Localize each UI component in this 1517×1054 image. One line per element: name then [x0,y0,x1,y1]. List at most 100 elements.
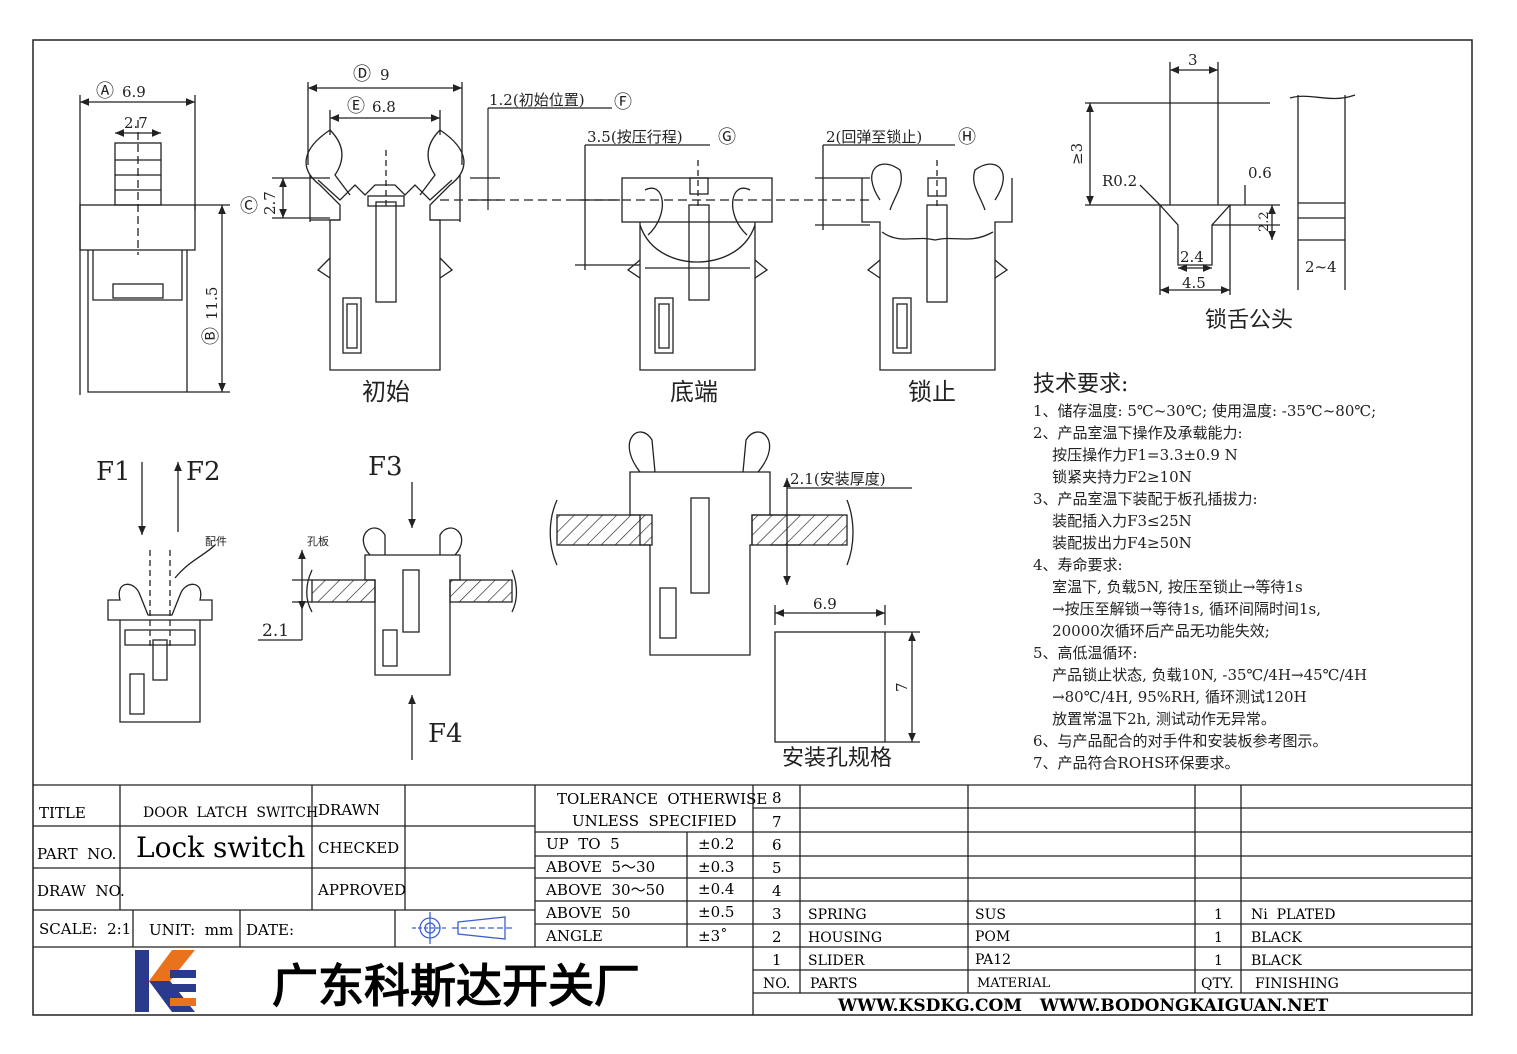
dim-d-value: 9 [380,66,390,84]
drawn-label: DRAWN [318,801,380,819]
part-no-value: Lock switch [136,831,305,864]
bom-header-qty: QTY. [1201,976,1234,992]
tolerance-range: ABOVE 30～50 [545,881,665,899]
locked-view [815,144,1013,371]
requirement-line: 2、产品室温下操作及承载能力: [1033,424,1243,442]
requirement-line: 1、储存温度: 5℃~30℃; 使用温度: -35℃~80℃; [1033,402,1376,420]
hole-spec-view [774,605,920,743]
company-name: 广东科斯达开关厂 [272,959,640,1013]
bom-no: 4 [772,882,782,900]
dim-f-label: Ⓕ [614,92,632,113]
dim-a-label: Ⓐ [96,81,114,102]
tongue-view [1085,62,1356,295]
bom-material: SUS [975,907,1006,923]
projection-symbol-icon [412,912,513,944]
bom-no: 2 [772,928,782,946]
requirements-title: 技术要求: [1033,372,1128,397]
dim-c-label: Ⓒ [240,196,258,217]
dim-e-label: Ⓔ [347,96,365,117]
title-value: DOOR LATCH SWITCH [143,805,318,821]
title-block: TITLE DOOR LATCH SWITCH PART NO. Lock sw… [33,784,1472,1016]
dim-panel-thickness-left: 2.1 [262,621,289,641]
bom-qty: 1 [1214,930,1223,946]
dim-d-label: Ⓓ [353,64,371,85]
scale-label: SCALE: 2:1 [39,920,131,938]
dim-stem-width: 2.7 [124,114,148,132]
requirement-line: 产品锁止状态, 负载10N, -35℃/4H→45℃/4H [1033,666,1367,684]
dim-f-text: 1.2(初始位置) [489,91,585,109]
bottom-view [575,144,773,371]
dim-chamfer-h: 2.2 [1257,211,1272,232]
requirement-line: 20000次循环后产品无功能失效; [1033,622,1270,640]
bom-part: SPRING [808,907,867,923]
force-f1: F1 [96,457,131,487]
bom-material: POM [975,929,1010,945]
dim-g-text: 3.5(按压行程) [587,128,683,146]
dim-tongue-len: ≥3 [1068,143,1086,165]
tolerance-range: ABOVE 50 [545,904,631,922]
dim-radius: R0.2 [1102,172,1137,190]
tolerance-value: ±0.3 [698,858,734,876]
tolerance-header-1: TOLERANCE OTHERWISE [557,790,767,808]
initial-view [272,82,465,371]
tolerance-value: ±3˚ [698,927,728,945]
panel-label: 孔板 [307,534,329,548]
force-view-f1-f2 [107,462,216,723]
bom-qty: 1 [1214,907,1223,923]
tolerance-value: ±0.2 [698,835,734,853]
force-view-f3-f4 [258,482,518,760]
bom-finish: BLACK [1251,953,1302,969]
dim-tip-inner: 2.4 [1180,248,1204,266]
side-view [79,95,230,395]
dim-tongue-width: 3 [1188,51,1198,69]
requirement-line: 锁紧夹持力F2≥10N [1033,468,1192,486]
requirement-line: 按压操作力F1=3.3±0.9 N [1033,446,1238,464]
bom-header-finishing: FINISHING [1255,976,1339,992]
dim-c-value: 2.7 [261,191,279,215]
dim-g-label: Ⓖ [718,127,736,148]
force-f3: F3 [368,452,403,482]
bom-qty: 1 [1214,953,1223,969]
requirement-line: 室温下, 负载5N, 按压至锁止→等待1s [1033,578,1303,596]
bom-no: 6 [772,836,782,854]
date-label: DATE: [246,921,294,939]
approved-label: APPROVED [317,881,406,899]
requirement-line: 装配插入力F3≤25N [1033,512,1192,530]
bom-no: 1 [772,951,782,969]
dim-h-text: 2(回弹至锁止) [826,128,922,146]
requirement-line: 放置常温下2h, 测试动作无异常。 [1033,710,1276,728]
dim-b-value: 11.5 [203,287,221,320]
bom-no: 3 [772,905,782,923]
requirements-list: 1、储存温度: 5℃~30℃; 使用温度: -35℃~80℃; 2、产品室温下操… [1033,402,1376,772]
force-f4: F4 [428,719,463,749]
requirement-line: 6、与产品配合的对手件和安装板参考图示。 [1033,732,1328,750]
dim-b-label: Ⓑ [201,327,222,345]
bom-finish: Ni PLATED [1251,907,1335,923]
requirement-line: 7、产品符合ROHS环保要求。 [1033,754,1240,772]
unit-label: UNIT: mm [149,921,233,939]
company-logo [135,950,196,1012]
label-tongue: 锁舌公头 [1205,308,1293,333]
installation-view [549,431,912,656]
requirement-line: →80℃/4H, 95%RH, 循环测试120H [1033,688,1307,706]
dim-hole-w: 6.9 [813,595,837,613]
part-label: 配件 [205,535,227,548]
bom-header-no: NO. [763,976,790,992]
title-label: TITLE [39,804,86,822]
requirement-line: 装配拔出力F4≥50N [1033,534,1192,552]
bom-no: 7 [772,813,782,831]
tolerance-header-2: UNLESS SPECIFIED [572,812,737,830]
tolerance-range: ABOVE 5～30 [545,858,655,876]
requirement-line: 3、产品室温下装配于板孔插拔力: [1033,490,1258,508]
bom-header-material: MATERIAL [977,976,1050,991]
bom-part: HOUSING [808,930,882,946]
dim-chamfer: 0.6 [1248,164,1272,182]
label-initial: 初始 [362,378,410,406]
bom-no: 5 [772,859,782,877]
checked-label: CHECKED [318,839,399,857]
dim-side-width: 2~4 [1305,258,1337,276]
requirement-line: 5、高低温循环: [1033,644,1138,662]
requirement-line: →按压至解锁→等待1s, 循环间隔时间1s, [1033,600,1321,618]
label-bottom: 底端 [670,378,718,406]
dim-panel-thickness: 2.1(安装厚度) [790,470,886,488]
